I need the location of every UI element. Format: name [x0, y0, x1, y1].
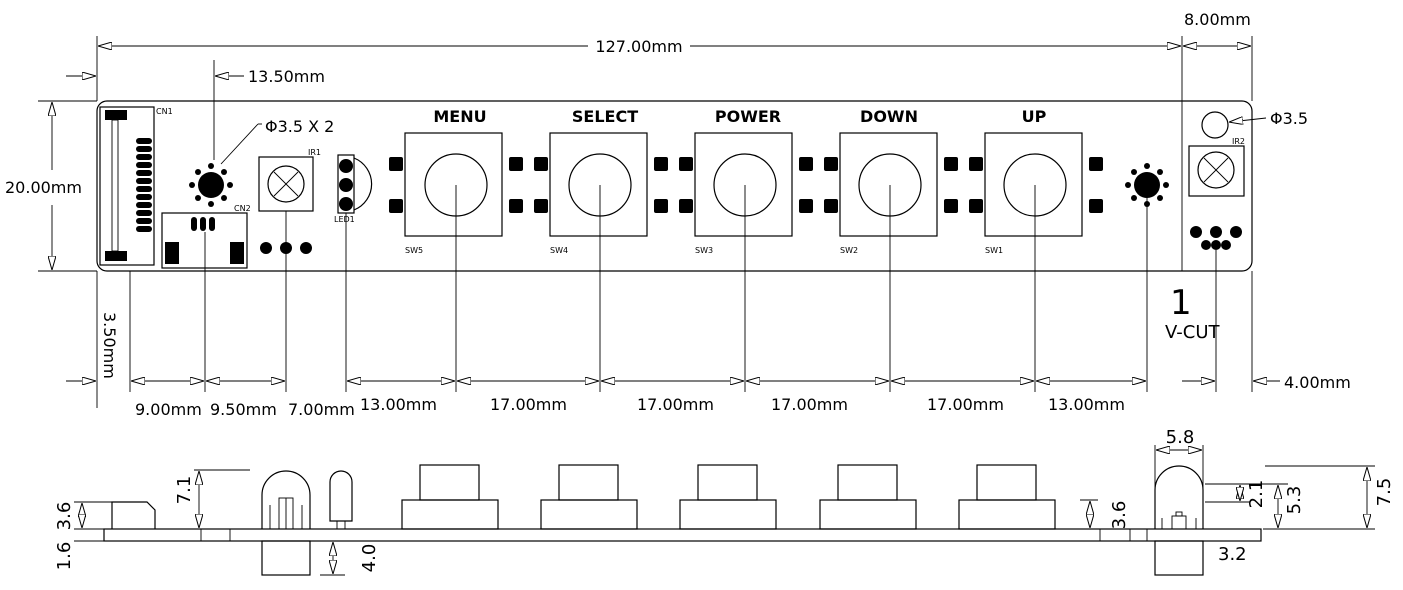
button-label-down: DOWN [860, 107, 918, 126]
side-dims-right: 3.6 5.8 2.1 5.3 7.5 3.2 [1080, 427, 1395, 565]
button-ref-sw5: SW5 [405, 246, 423, 255]
rx-total-label: 7.5 [1374, 478, 1395, 507]
button-label-power: POWER [715, 107, 781, 126]
bottom-margin-label: 3.50mm [100, 312, 119, 379]
side-led [329, 470, 353, 522]
v-cut-label: V-CUT [1165, 322, 1220, 343]
conn-height-label: 3.6 [54, 502, 75, 531]
ir-receiver-2: IR2 [1188, 137, 1245, 250]
dim-tab-width: 8.00mm [1184, 10, 1251, 46]
cn1-pins [136, 138, 152, 232]
spacing-label-2: 9.50mm [210, 400, 277, 419]
button-up: UP SW1 [969, 107, 1103, 255]
side-buttons [401, 464, 1056, 530]
ir-receiver-1: IR1 [258, 148, 321, 254]
rx-below-label: 3.2 [1218, 544, 1247, 565]
button-menu: MENU SW5 [389, 107, 523, 255]
hole-right-label: Φ3.5 [1270, 109, 1308, 128]
button-label-menu: MENU [433, 107, 486, 126]
button-select: SELECT SW4 [534, 107, 668, 255]
dim-height: 20.00mm [5, 100, 97, 272]
connector-cn1: CN1 [99, 106, 173, 266]
button-power: POWER SW3 [679, 107, 813, 255]
extension-lines [96, 185, 1253, 408]
btn-height-label: 3.6 [1109, 501, 1130, 530]
cn2-ref: CN2 [234, 204, 251, 213]
top-view: 127.00mm 8.00mm 13.50mm 20.00mm [5, 10, 1351, 419]
spacing-label-3: 7.00mm [288, 400, 355, 419]
rx-lens-label: 2.1 [1246, 480, 1267, 509]
button-label-select: SELECT [572, 107, 638, 126]
hole-pair-label: Φ3.5 X 2 [265, 117, 334, 136]
button-label-up: UP [1022, 107, 1047, 126]
spacing-label-4: 13.00mm [360, 395, 437, 414]
spacing-label-5: 17.00mm [490, 395, 567, 414]
spacing-label-8: 17.00mm [927, 395, 1004, 414]
spacing-label-1: 9.00mm [135, 400, 202, 419]
ir-below-label: 4.0 [359, 544, 380, 573]
cn1-ref: CN1 [156, 107, 173, 116]
v-cut-number: 1 [1170, 283, 1192, 323]
pcb-thickness-label: 1.6 [54, 542, 75, 571]
right-margin-label: 4.00mm [1284, 373, 1351, 392]
overall-length-label: 127.00mm [595, 37, 682, 56]
pcb-outline [96, 100, 1253, 272]
spacing-label-9: 13.00mm [1048, 395, 1125, 414]
dim-overall-length: 127.00mm [96, 36, 1253, 101]
button-ref-sw4: SW4 [550, 246, 568, 255]
side-dims-left: 3.6 1.6 7.1 4.0 [54, 469, 380, 576]
button-ref-sw2: SW2 [840, 246, 858, 255]
tab-width-label: 8.00mm [1184, 10, 1251, 29]
side-connector [111, 501, 156, 529]
tab-hole: Φ3.5 [1201, 109, 1308, 139]
dim-cn-offset: 13.50mm [213, 60, 325, 160]
side-view: 3.6 1.6 7.1 4.0 3.6 5.8 2.1 5.3 [54, 427, 1395, 576]
button-ref-sw1: SW1 [985, 246, 1003, 255]
led-1: LED1 [334, 154, 373, 224]
connector-cn2: CN2 [161, 204, 251, 269]
cn-offset-label: 13.50mm [248, 67, 325, 86]
v-cut-mark: 1 V-CUT [1165, 283, 1220, 343]
ir1-ref: IR1 [308, 148, 321, 157]
dim-spacing-row: 9.00mm 9.50mm 7.00mm 13.00mm 17.00mm 17.… [66, 373, 1351, 419]
ir-height-label: 7.1 [174, 476, 195, 505]
height-label: 20.00mm [5, 178, 82, 197]
spacing-label-6: 17.00mm [637, 395, 714, 414]
button-ref-sw3: SW3 [695, 246, 713, 255]
led1-ref: LED1 [334, 215, 355, 224]
rx-width-label: 5.8 [1166, 427, 1195, 448]
spacing-label-7: 17.00mm [771, 395, 848, 414]
rx-body-label: 5.3 [1284, 486, 1305, 515]
button-down: DOWN SW2 [824, 107, 958, 255]
mount-hole-left: Φ3.5 X 2 [189, 117, 334, 207]
side-ir1 [261, 470, 311, 576]
mount-hole-right [1125, 163, 1169, 207]
side-ir2 [1154, 465, 1204, 576]
pcb-side [103, 528, 1262, 542]
ir2-ref: IR2 [1232, 137, 1245, 146]
